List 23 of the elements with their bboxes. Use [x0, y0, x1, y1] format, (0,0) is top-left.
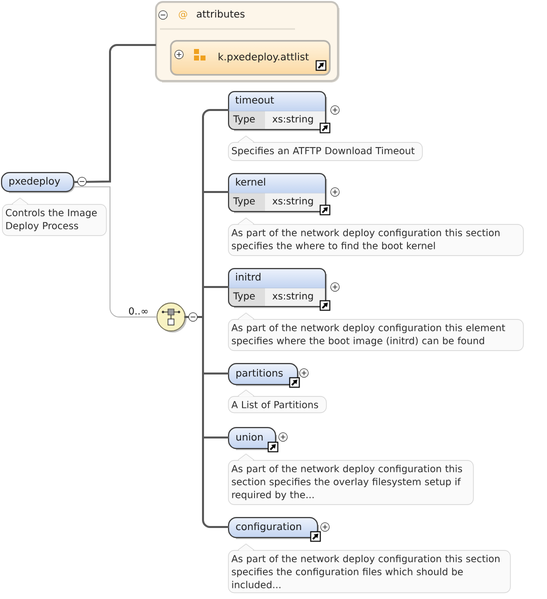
type-label-cell: Type — [228, 111, 265, 129]
type-label-cell: Type — [228, 193, 265, 211]
attribute-group-ref-box: k.pxedeploy.attlist — [170, 40, 331, 76]
description-bubble: As part of the network deploy configuration this section specifies the configuration files which should be included... — [228, 544, 511, 594]
element-bubble: partitions — [228, 363, 300, 386]
element-bubble: pxedeploy — [1, 172, 76, 194]
element-bubble: union — [228, 427, 278, 450]
edge-label: 0..∞ — [127, 306, 150, 316]
description-bubble: As part of the network deploy configuration this section specifies the where to find the boot kernel — [228, 218, 524, 256]
description-bubble: As part of the network deploy configuration this section specifies the overlay filesystem setup if required by the... — [228, 454, 474, 505]
description-bubble: Specifies an ATFTP Download Timeout — [228, 136, 423, 161]
description-bubble: A List of Partitions — [228, 390, 327, 414]
connector-line — [74, 186, 157, 318]
type-label-cell: Type — [228, 288, 265, 306]
connector-line — [184, 316, 229, 528]
type-value-cell: xs:string — [265, 193, 325, 211]
connector-line — [73, 44, 156, 184]
description-bubble: As part of the network deploy configuration this element specifies where the boot image (initrd) can be found — [228, 312, 524, 351]
element-bubble: configuration — [228, 517, 320, 540]
sequence-circle — [156, 302, 187, 333]
type-value-cell: xs:string — [265, 111, 325, 129]
type-value-cell: xs:string — [265, 288, 325, 306]
description-bubble: Controls the Image Deploy Process — [2, 198, 107, 236]
